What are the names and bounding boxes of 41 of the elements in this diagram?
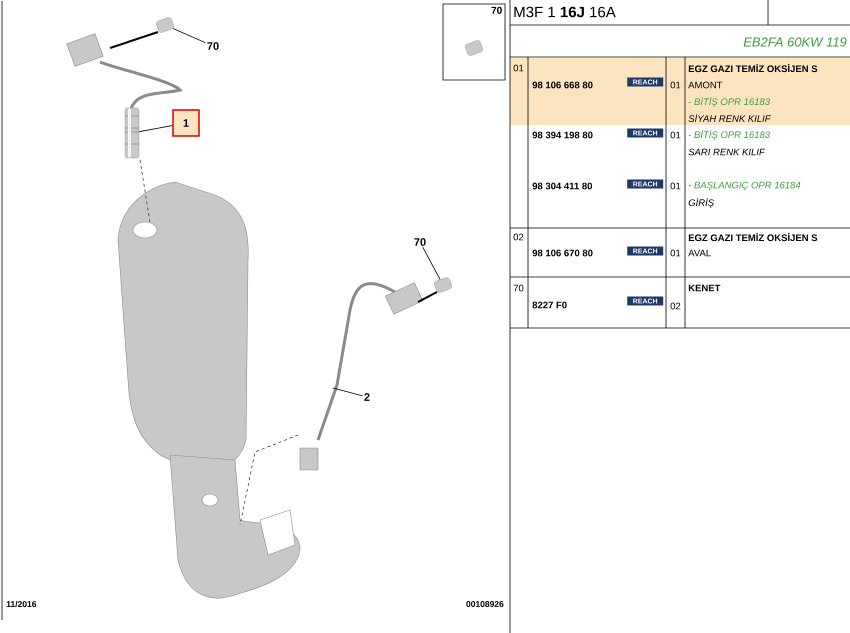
clip-picture [465, 40, 483, 56]
footer-text: 11/2016 [6, 600, 36, 608]
table-text: SİYAH RENK KILIF [688, 114, 772, 122]
note-text: - BİTİŞ OPR 16183 [688, 97, 770, 107]
table-text: 98 106 668 80 [532, 82, 593, 88]
table-text: EGZ GAZI TEMİZ OKSİJEN S [688, 64, 818, 72]
leader-line [422, 246, 440, 280]
callout-number: 70 [414, 238, 426, 246]
table-text: AMONT [688, 82, 722, 88]
leader-line [172, 28, 206, 44]
table-text: 02 [670, 302, 680, 310]
leader-line [138, 125, 173, 132]
leader-line [332, 388, 364, 396]
sensor-picture [124, 108, 140, 158]
table-text: 70 [514, 284, 524, 292]
table-text: 01 [514, 64, 524, 72]
callout-number: 70 [207, 42, 219, 50]
table-text: 8227 F0 [532, 302, 567, 308]
table-text: 98 106 670 80 [532, 250, 593, 256]
engine-heading: EB2FA 60KW 119 [744, 37, 847, 47]
clip-picture [434, 277, 452, 293]
table-text: AVAL [688, 250, 711, 256]
table-text: 98 394 198 80 [532, 132, 593, 138]
clip-picture [156, 17, 174, 33]
table-text: 01 [670, 82, 680, 88]
footer-text: 00108926 [466, 601, 504, 607]
table-text: KENET [688, 284, 720, 292]
table-text: 01 [670, 250, 680, 256]
table-text: SARI RENK KILIF [688, 148, 766, 156]
table-text: GİRİŞ [688, 198, 714, 208]
table-text: 01 [670, 182, 680, 190]
table-text: EGZ GAZI TEMİZ OKSİJEN S [688, 232, 818, 242]
table-text: 02 [514, 234, 524, 240]
note-text: - BAŞLANGIÇ OPR 16184 [688, 182, 800, 190]
callout-number: 2 [364, 393, 370, 401]
header-text: M3F 1 16J 16A [514, 6, 616, 18]
note-text: - BİTİŞ OPR 16183 [688, 130, 770, 140]
inset-frame: 70 [442, 4, 506, 80]
table-text: 98 304 411 80 [532, 182, 592, 190]
table-text: 01 [670, 132, 680, 138]
callout-number: 1 [172, 109, 200, 137]
